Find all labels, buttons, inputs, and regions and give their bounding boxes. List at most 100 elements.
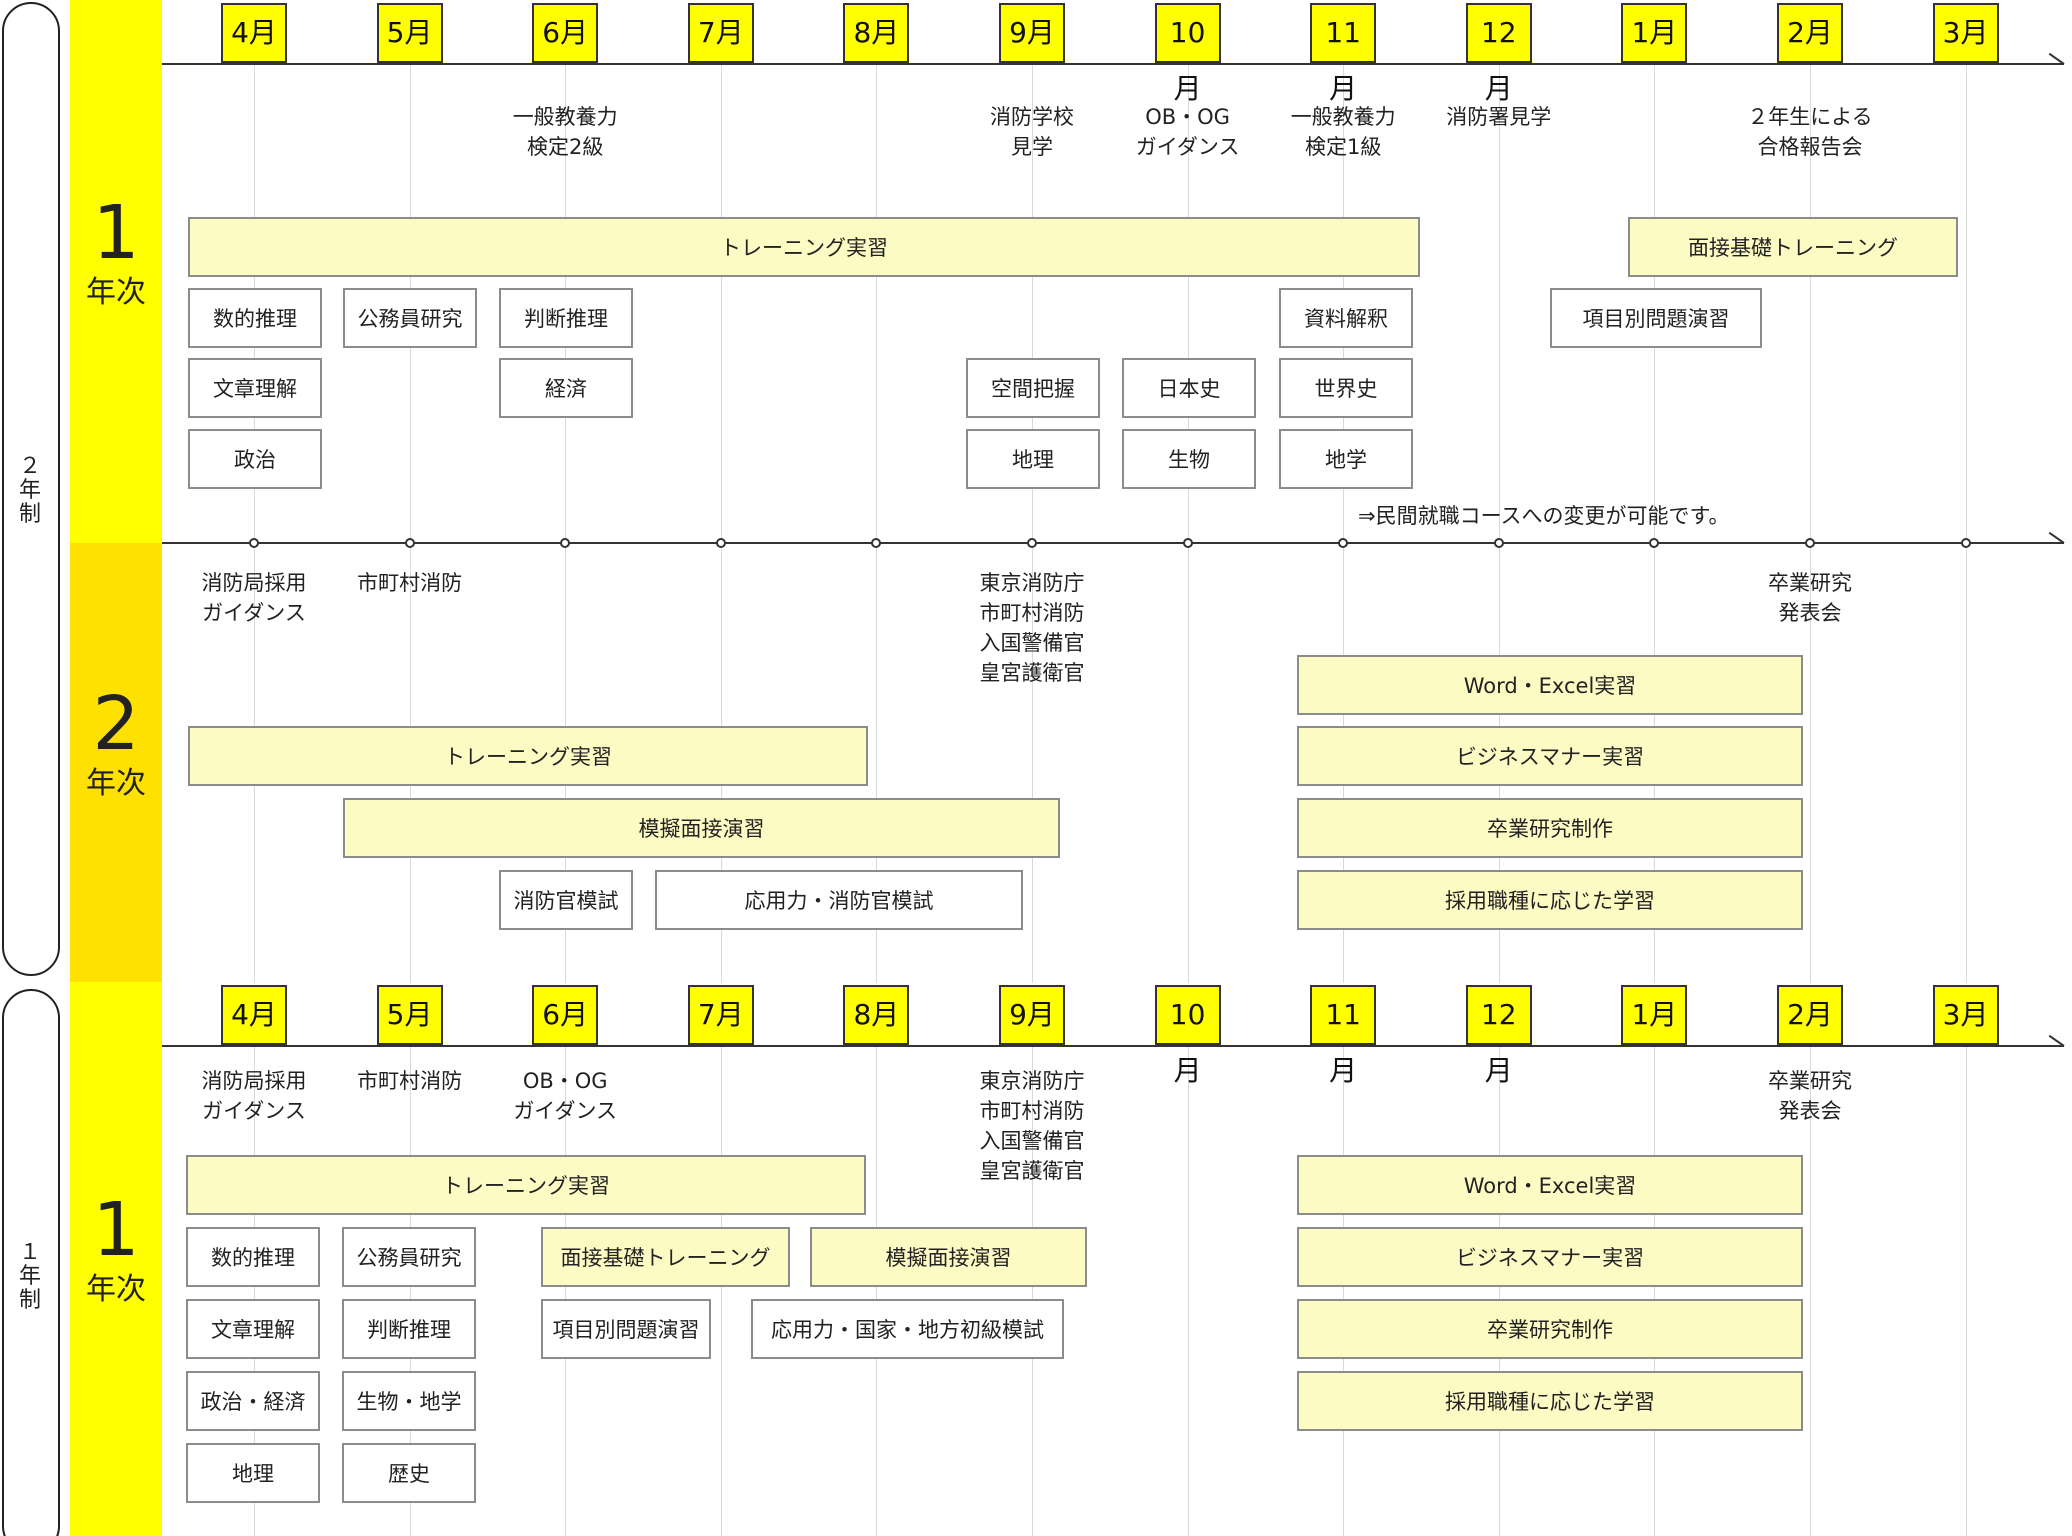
axis-dot [1027,538,1037,548]
axis-dot [1960,538,1971,548]
course-box: 空間把握 [966,358,1100,418]
course-box: 公務員研究 [342,1227,476,1287]
course-box: トレーニング実習 [186,1155,866,1215]
course-box: ビジネスマナー実習 [1297,1227,1803,1287]
gridline-mid-6 [1032,543,1033,983]
course-box: Word・Excel実習 [1297,1155,1803,1215]
course-box: 政治・経済 [186,1371,320,1431]
month-label-lower-5: 8月 [843,985,910,1045]
strip-two-year-second [70,543,162,982]
course-box: 地理 [186,1443,320,1503]
month-label-lower-6: 9月 [999,985,1065,1045]
gridline-lower-9 [1498,1046,1500,1536]
gridline-lower-2 [409,1046,411,1536]
course-box: ビジネスマナー実習 [1297,726,1803,786]
course-box: 歴史 [342,1443,476,1503]
month-label-6: 9月 [999,3,1065,63]
event-label: 東京消防庁 市町村消防 入国警備官 皇宮護衛官 [979,1069,1085,1183]
gridline-lower-7 [1187,1046,1189,1536]
gridline-mid-12 [1965,543,1967,983]
year-suffix-second: 年次 [86,766,146,801]
event-label: 一般教養力 検定2級 [512,105,618,159]
month-label-1: 4月 [221,3,287,63]
axis-dot [715,538,726,548]
event-label: 卒業研究 発表会 [1768,1069,1852,1123]
gridline-lower-10 [1654,1046,1656,1536]
month-label-lower-8: 11月 [1310,985,1377,1087]
course-box: 公務員研究 [343,288,477,348]
gridline-lower-5 [876,1046,878,1536]
year-num-second: 2 [92,681,140,767]
career-change-note: ⇒民間就職コースへの変更が可能です。 [1358,504,1730,528]
event-label: 市町村消防 [357,1069,463,1093]
month-label-5: 8月 [843,3,910,63]
course-box: 応用力・国家・地方初級模試 [751,1299,1064,1359]
two-year-bracket [2,2,60,976]
axis-two-year-top [162,63,2064,65]
gridline-lower-4 [720,1046,722,1536]
course-box: 項目別問題演習 [1550,288,1762,348]
event-label: 消防学校 見学 [990,105,1074,159]
course-box: 生物・地学 [342,1371,476,1431]
event-label: 東京消防庁 市町村消防 入国警備官 皇宮護衛官 [979,571,1085,685]
gridline-12 [1965,64,1967,542]
gridline-mid-7 [1187,543,1189,983]
course-box: 採用職種に応じた学習 [1297,1371,1803,1431]
course-box: 判断推理 [342,1299,476,1359]
year-suffix-first: 年次 [86,275,146,310]
month-label-11: 2月 [1777,3,1843,63]
gridline-lower-12 [1965,1046,1967,1536]
course-box: 日本史 [1122,358,1256,418]
course-box: 面接基礎トレーニング [1628,217,1958,277]
gridline-lower-3 [565,1046,567,1536]
event-label: 消防局採用 ガイダンス [201,1069,307,1123]
month-label-lower-12: 3月 [1932,985,1999,1045]
gridline-9 [1498,64,1500,542]
year-num-one-year: 1 [92,1187,140,1273]
axis-dot [1805,538,1815,548]
axis-dot [404,538,415,548]
month-label-lower-10: 1月 [1621,985,1688,1045]
gridline-4 [720,64,722,542]
event-label: 消防局採用 ガイダンス [201,571,307,625]
axis-one-year [162,1045,2064,1047]
axis-dot [1338,538,1349,548]
axis-dot [1493,538,1504,548]
gridline-mid-5 [876,543,878,983]
gridline-mid-11 [1810,543,1811,983]
course-box: 世界史 [1279,358,1413,418]
course-box: トレーニング実習 [188,217,1420,277]
month-label-3: 6月 [532,3,599,63]
course-box: 卒業研究制作 [1297,1299,1803,1359]
event-label: 卒業研究 発表会 [1768,571,1852,625]
event-label: OB・OG ガイダンス [513,1069,618,1123]
month-label-12: 3月 [1932,3,1999,63]
year-suffix-one-year: 年次 [86,1272,146,1307]
month-label-9: 12月 [1465,3,1532,105]
course-box: 消防官模試 [499,870,633,930]
two-year-label: ２年制 [18,454,41,527]
gridline-7 [1187,64,1189,542]
month-label-lower-4: 7月 [687,985,754,1045]
month-label-10: 1月 [1621,3,1688,63]
year-num-first: 1 [92,190,140,276]
gridline-lower-6 [1032,1046,1033,1536]
axis-dot [560,538,571,548]
course-box: 卒業研究制作 [1297,798,1803,858]
gridline-lower-11 [1810,1046,1811,1536]
event-label: OB・OG ガイダンス [1135,105,1240,159]
course-box: トレーニング実習 [188,726,868,786]
gridline-11 [1810,64,1811,542]
course-box: 政治 [188,429,322,489]
event-label: 消防署見学 [1446,105,1552,129]
gridline-lower-1 [254,1046,255,1536]
course-box: 文章理解 [188,358,322,418]
course-box: 数的推理 [186,1227,320,1287]
gridline-lower-8 [1343,1046,1345,1536]
course-box: 模擬面接演習 [810,1227,1087,1287]
axis-dot [1649,538,1660,548]
one-year-label: １年制 [18,1240,41,1313]
month-label-lower-7: 10月 [1154,985,1221,1087]
course-box: 採用職種に応じた学習 [1297,870,1803,930]
course-box: 経済 [499,358,633,418]
